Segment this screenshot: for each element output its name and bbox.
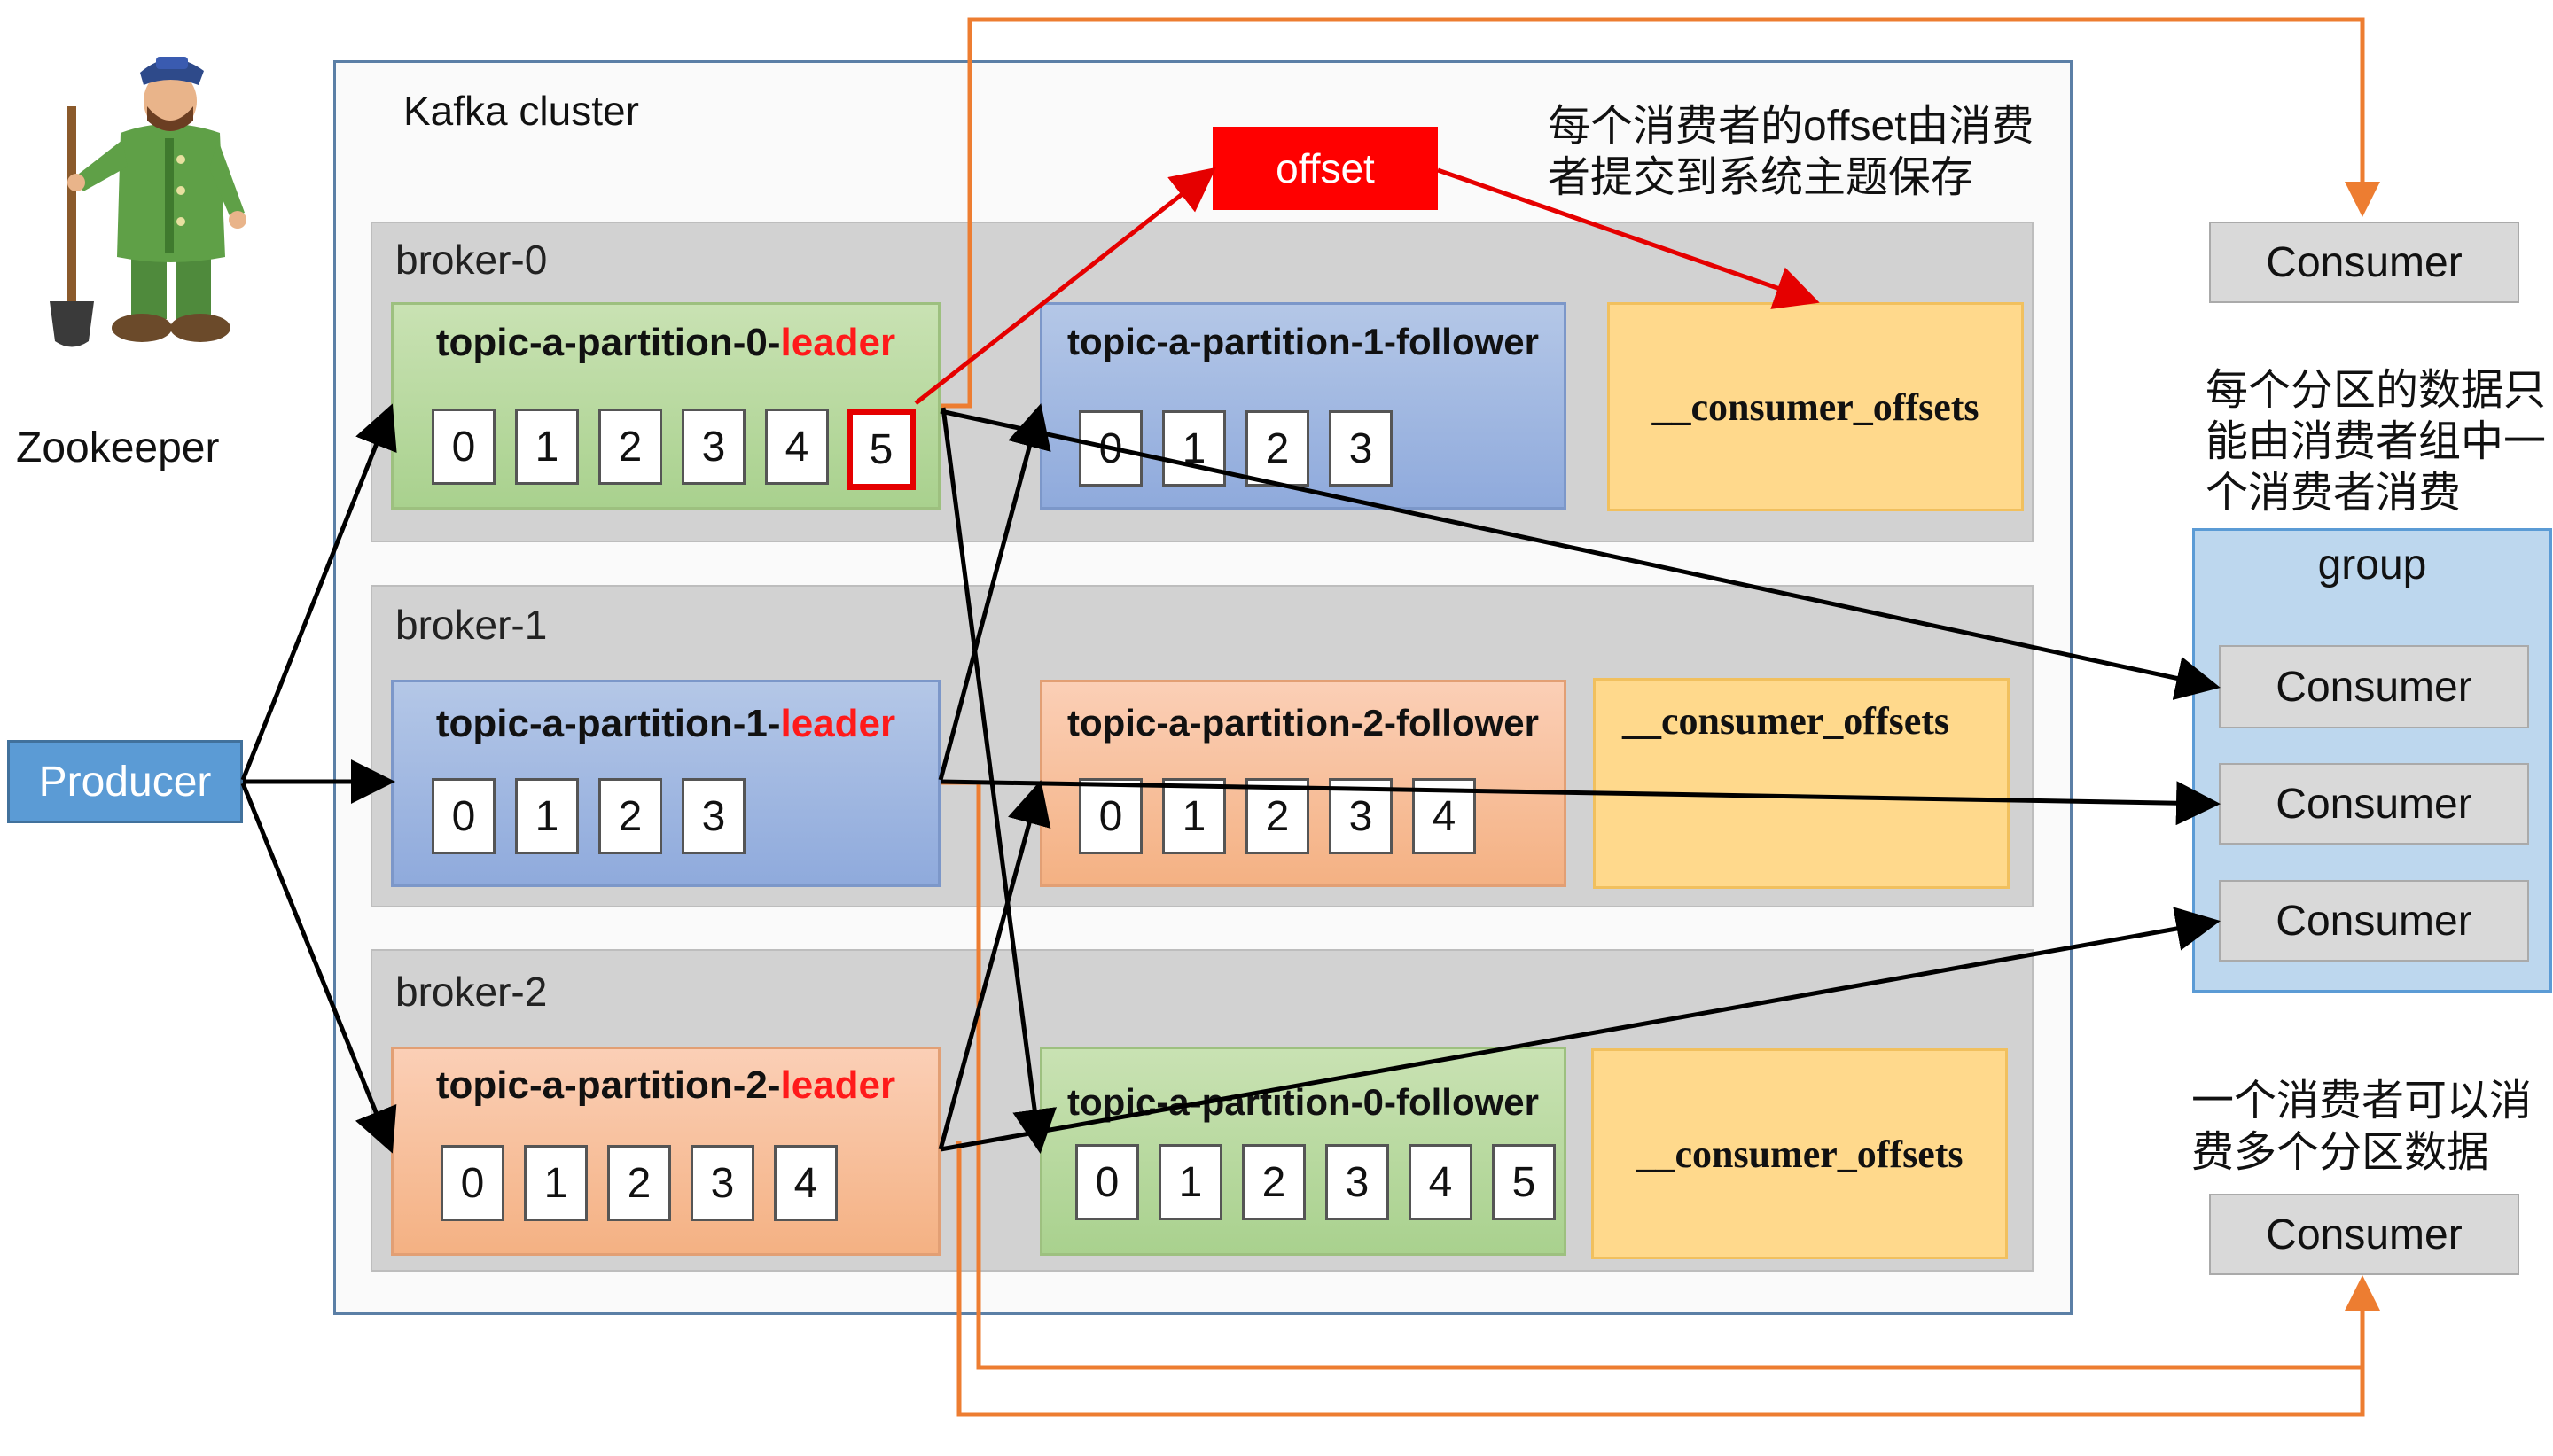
producer-node: Producer bbox=[7, 740, 243, 823]
consumer-offsets-topic: __consumer_offsets bbox=[1607, 302, 2024, 511]
offset-box: offset bbox=[1213, 127, 1438, 210]
p1-to-consumer-2 bbox=[940, 779, 2221, 826]
offset-cell: 4 bbox=[774, 1145, 838, 1221]
note-line: 每个分区的数据只 bbox=[2206, 367, 2547, 414]
offset-cell: 4 bbox=[765, 409, 829, 485]
consumer-offsets-topic: __consumer_offsets bbox=[1593, 678, 2010, 889]
partition-title: topic-a-partition-2-follower bbox=[1067, 702, 1539, 744]
group-consumer-2: Consumer bbox=[2219, 763, 2529, 845]
cluster-title: Kafka cluster bbox=[403, 88, 639, 134]
consumer-top: Consumer bbox=[2209, 222, 2519, 303]
offset-cell: 1 bbox=[1159, 1144, 1222, 1220]
partition-title: topic-a-partition-0-leader bbox=[435, 321, 896, 364]
offset-cell: 0 bbox=[432, 409, 496, 485]
group-consumer-1: Consumer bbox=[2219, 645, 2529, 728]
broker-1-label: broker-1 bbox=[395, 602, 548, 648]
replicate-p0 bbox=[941, 407, 1057, 1154]
offset-cell: 3 bbox=[682, 778, 746, 854]
group-label: group bbox=[2317, 541, 2427, 588]
note-line: 一个消费者可以消 bbox=[2191, 1078, 2533, 1125]
note-line: 能由消费者组中一 bbox=[2206, 418, 2547, 465]
offset-cell: 0 bbox=[432, 778, 496, 854]
offset-cell: 1 bbox=[515, 409, 579, 485]
p2-to-consumer-3 bbox=[940, 907, 2221, 1152]
zookeeper-label: Zookeeper bbox=[16, 424, 220, 471]
consumer-offsets-label: __consumer_offsets bbox=[1636, 1132, 1964, 1176]
offset-cell: 2 bbox=[598, 409, 662, 485]
orange-route-bottom-a bbox=[941, 780, 2380, 1370]
offset-cell: 0 bbox=[1079, 778, 1143, 854]
partition-title: topic-a-partition-1-leader bbox=[435, 702, 896, 745]
offset-cell: 2 bbox=[598, 778, 662, 854]
offset-cell: 1 bbox=[524, 1145, 588, 1221]
offset-cell: 3 bbox=[682, 409, 746, 485]
offset-cell: 1 bbox=[1162, 778, 1226, 854]
offset-cell: 5 bbox=[1492, 1144, 1556, 1220]
offset-cell: 0 bbox=[1075, 1144, 1139, 1220]
broker-0-label: broker-0 bbox=[395, 237, 548, 283]
p0-to-consumer-1 bbox=[940, 409, 2221, 700]
offset-cell: 2 bbox=[607, 1145, 671, 1221]
offset-save-arrow bbox=[1437, 167, 1820, 309]
replicate-p2 bbox=[938, 780, 1051, 1150]
consumer-bottom: Consumer bbox=[2209, 1194, 2519, 1275]
consumer-offsets-label: __consumer_offsets bbox=[1651, 385, 1979, 429]
group-rule-note: 每个分区的数据只 能由消费者组中一 个消费者消费 bbox=[2206, 365, 2546, 519]
consumer-offsets-topic: __consumer_offsets bbox=[1591, 1048, 2008, 1259]
note-line: 个消费者消费 bbox=[2206, 470, 2462, 517]
offset-save-note: 每个消费者的offset由消费 者提交到系统主题保存 bbox=[1548, 101, 2034, 204]
offset-cell: 1 bbox=[515, 778, 579, 854]
replicate-p1 bbox=[938, 403, 1051, 781]
consumer-offsets-label: __consumer_offsets bbox=[1622, 699, 1950, 743]
orange-route-top bbox=[941, 17, 2380, 409]
note-line: 每个消费者的offset由消费 bbox=[1548, 103, 2034, 150]
offset-cell: 4 bbox=[1409, 1144, 1472, 1220]
offset-cell: 2 bbox=[1242, 1144, 1306, 1220]
group-consumer-3: Consumer bbox=[2219, 880, 2529, 962]
offset-cell: 2 bbox=[1245, 778, 1309, 854]
offset-cell: 0 bbox=[441, 1145, 504, 1221]
broker-2-label: broker-2 bbox=[395, 969, 548, 1015]
offset-cell: 3 bbox=[1329, 410, 1393, 487]
partition-title: topic-a-partition-1-follower bbox=[1067, 321, 1539, 362]
offset-commit-arrow bbox=[914, 167, 1216, 405]
offset-cell: 3 bbox=[1325, 1144, 1389, 1220]
zookeeper-mascot-icon bbox=[50, 57, 246, 347]
note-line: 费多个分区数据 bbox=[2191, 1129, 2490, 1176]
producer-to-p2 bbox=[240, 783, 397, 1154]
partition-title: topic-a-partition-2-leader bbox=[435, 1063, 896, 1107]
orange-route-bottom-b bbox=[956, 1141, 2365, 1417]
producer-to-p0 bbox=[240, 403, 397, 781]
partition-title: topic-a-partition-0-follower bbox=[1067, 1081, 1539, 1123]
note-line: 者提交到系统主题保存 bbox=[1548, 154, 1974, 201]
committed-offset-cell: 5 bbox=[847, 409, 916, 490]
offset-cell: 3 bbox=[691, 1145, 754, 1221]
multi-partition-note: 一个消费者可以消 费多个分区数据 bbox=[2191, 1076, 2532, 1179]
